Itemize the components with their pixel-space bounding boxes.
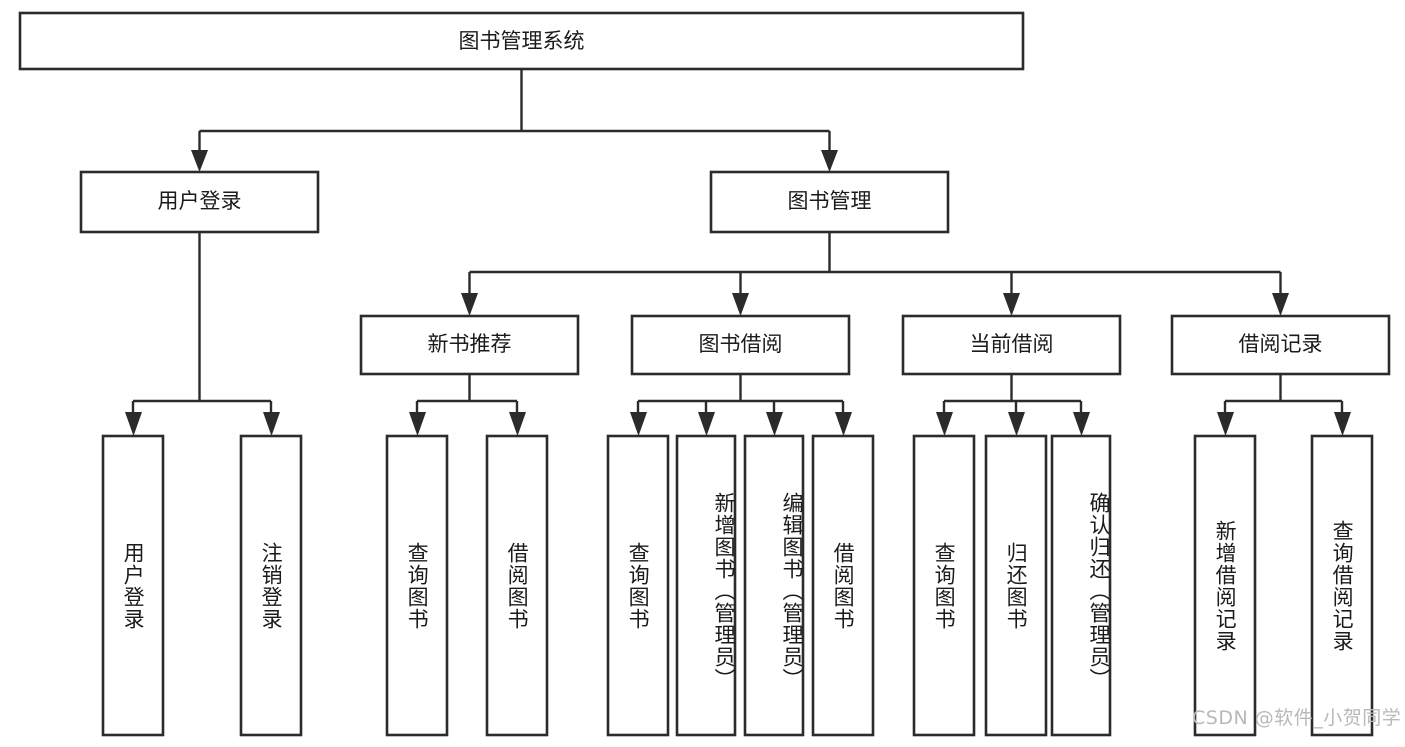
node-label-user-login: 用户登录 [158, 189, 242, 213]
arrow-root-to-book-manage [821, 150, 838, 172]
arrow-borrowrecord-leaf-2 [1334, 412, 1351, 436]
node-box-current-borrow[interactable] [901, 314, 1122, 376]
node-box-leaf-query-book-1[interactable] [385, 434, 449, 737]
arrow-to-book-borrow [732, 293, 749, 316]
node-box-new-book-recommend[interactable] [359, 314, 580, 376]
node-label-current-borrow: 当前借阅 [970, 332, 1054, 356]
node-box-leaf-query-borrow-record[interactable] [1310, 434, 1374, 737]
arrow-userlogin-leaf-1 [125, 412, 142, 436]
arrow-currentborrow-leaf-3 [1073, 412, 1090, 436]
arrow-currentborrow-leaf-2 [1008, 412, 1025, 436]
node-label-book-borrow: 图书借阅 [699, 332, 783, 356]
node-box-leaf-query-book-3[interactable] [912, 434, 976, 737]
connector-layer [125, 69, 1351, 436]
arrow-to-borrow-record [1272, 293, 1289, 316]
node-box-root[interactable] [18, 11, 1025, 71]
node-box-book-manage[interactable] [709, 170, 950, 234]
arrow-borrowrecord-leaf-1 [1217, 412, 1234, 436]
node-layer: 图书管理系统 用户登录 图书管理 新书推荐 图书借阅 当前借阅 借阅记录 [18, 11, 1391, 737]
arrow-bookborrow-leaf-3 [766, 412, 783, 436]
arrow-root-to-user-login [191, 150, 208, 172]
arrow-to-current-borrow [1003, 293, 1020, 316]
arrow-bookborrow-leaf-2 [698, 412, 715, 436]
node-box-leaf-add-borrow-record[interactable] [1193, 434, 1257, 737]
node-label-borrow-record: 借阅记录 [1239, 332, 1323, 356]
arrow-currentborrow-leaf-1 [936, 412, 953, 436]
arrow-bookborrow-leaf-1 [630, 412, 647, 436]
node-label-new-book-recommend: 新书推荐 [428, 332, 512, 356]
node-box-leaf-user-login[interactable] [101, 434, 165, 737]
node-box-leaf-query-book-2[interactable] [606, 434, 670, 737]
node-box-leaf-borrow-book-2[interactable] [811, 434, 875, 737]
node-box-leaf-user-logout[interactable] [239, 434, 303, 737]
arrow-to-new-book-recommend [461, 293, 478, 316]
node-box-borrow-record[interactable] [1170, 314, 1391, 376]
node-box-user-login[interactable] [79, 170, 320, 234]
node-box-book-borrow[interactable] [630, 314, 851, 376]
arrow-newbook-leaf-1 [409, 412, 426, 436]
node-box-leaf-edit-book-admin[interactable] [743, 434, 805, 737]
arrow-newbook-leaf-2 [509, 412, 526, 436]
node-box-leaf-borrow-book-1[interactable] [485, 434, 549, 737]
node-box-leaf-add-book-admin[interactable] [675, 434, 737, 737]
node-label-book-manage: 图书管理 [788, 189, 872, 213]
node-label-root: 图书管理系统 [459, 29, 585, 53]
node-box-leaf-confirm-return-admin[interactable] [1050, 434, 1112, 737]
arrow-bookborrow-leaf-4 [835, 412, 852, 436]
node-box-leaf-return-book[interactable] [984, 434, 1048, 737]
csdn-watermark: CSDN @软件_小贺同学 [1192, 707, 1402, 729]
arrow-userlogin-leaf-2 [263, 412, 280, 436]
